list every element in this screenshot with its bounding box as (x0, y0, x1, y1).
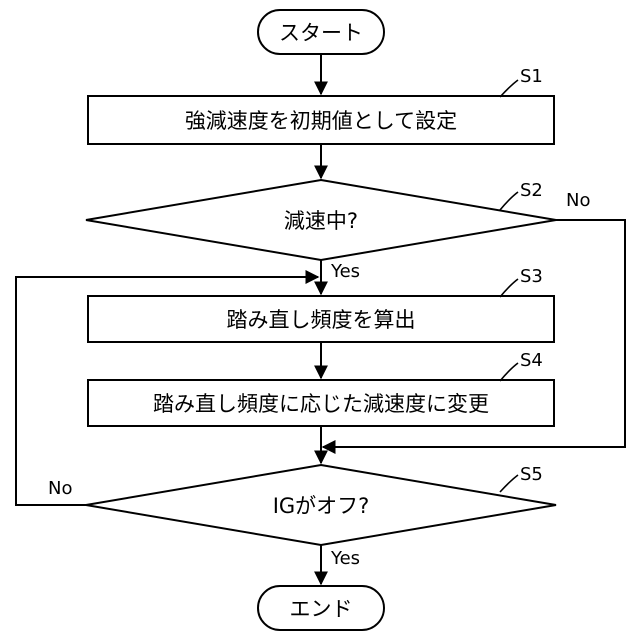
step-id-s4: S4 (520, 350, 543, 371)
end-label: エンド (290, 597, 353, 621)
step-id-s5: S5 (520, 464, 543, 485)
step-id-s1: S1 (520, 66, 543, 87)
step-id-leader-s2 (500, 192, 518, 210)
start-label: スタート (279, 21, 363, 45)
step-id-s2: S2 (520, 180, 543, 201)
process-s3-text: 踏み直し頻度を算出 (227, 308, 416, 332)
branch-s2-no-label: No (566, 190, 590, 211)
step-id-leader-s4 (500, 363, 518, 381)
step-id-s3: S3 (520, 266, 543, 287)
decision-s5-text: IGがオフ? (273, 494, 370, 518)
branch-s2-yes-label: Yes (330, 261, 360, 282)
step-id-leader-s3 (500, 279, 518, 297)
step-id-leader-s5 (500, 475, 518, 492)
branch-s5-no-label: No (48, 478, 72, 499)
branch-s5-yes-label: Yes (330, 548, 360, 569)
process-s4-text: 踏み直し頻度に応じた減速度に変更 (153, 392, 489, 416)
process-s1-text: 強減速度を初期値として設定 (185, 109, 457, 133)
step-id-leader-s1 (500, 80, 518, 97)
decision-s2-text: 減速中? (284, 209, 358, 233)
